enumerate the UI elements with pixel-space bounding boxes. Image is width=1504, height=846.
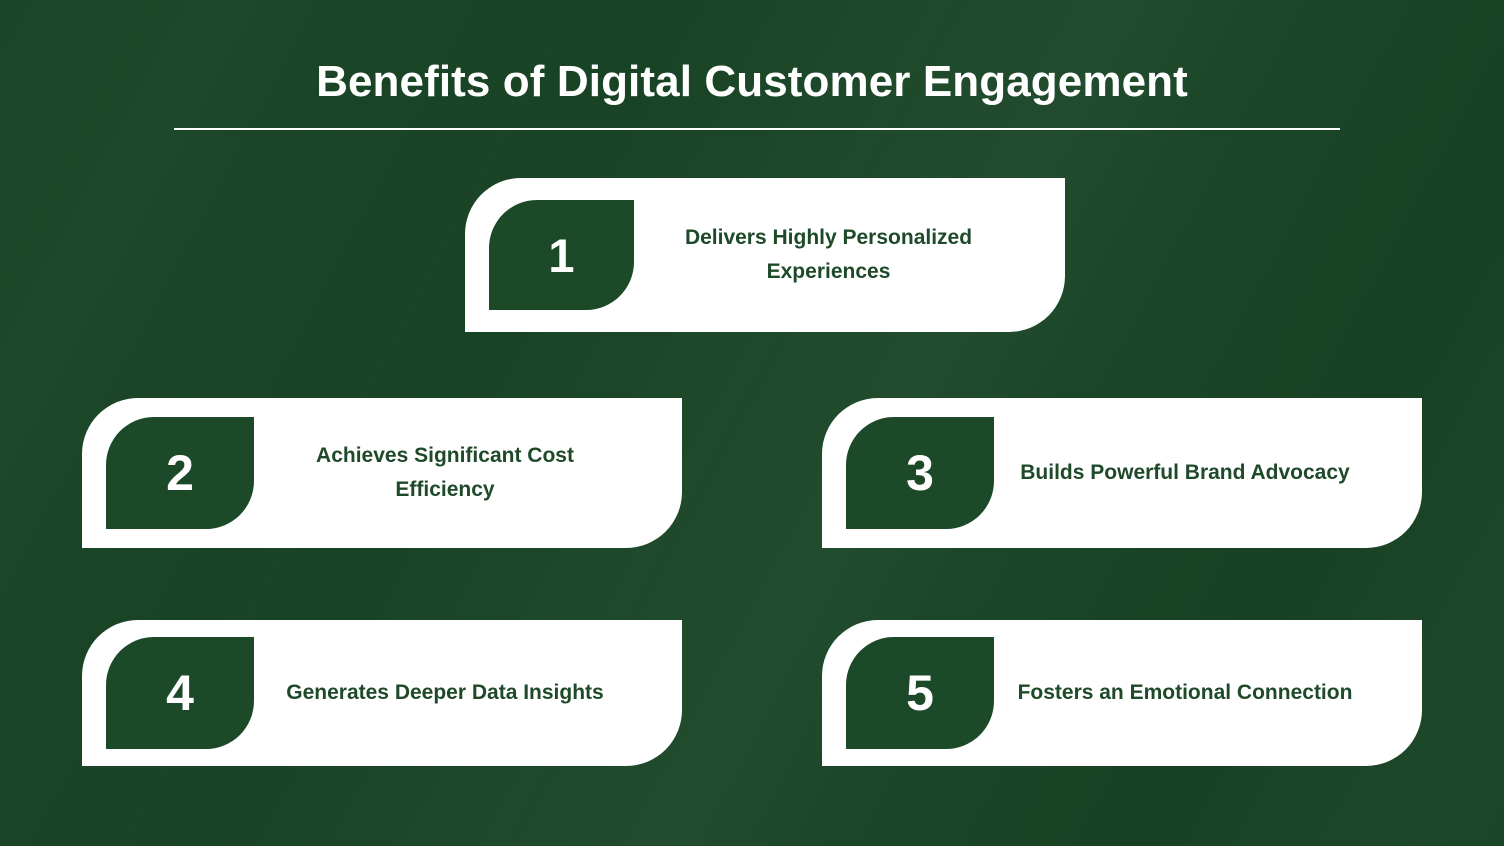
benefit-label-3: Builds Powerful Brand Advocacy [1020,460,1350,484]
benefit-number-badge-4: 4 [106,637,254,749]
benefit-card-3[interactable]: 3 Builds Powerful Brand Advocacy [822,398,1422,548]
title-divider [174,128,1340,130]
benefit-label-2: Achieves Significant Cost Efficiency [316,443,574,501]
benefit-number-badge-3: 3 [846,417,994,529]
benefit-number-badge-1: 1 [489,200,634,310]
benefit-label-5: Fosters an Emotional Connection [1017,680,1353,704]
benefit-card-5[interactable]: 5 Fosters an Emotional Connection [822,620,1422,766]
benefit-number-badge-2: 2 [106,417,254,529]
benefit-card-2[interactable]: 2 Achieves Significant Cost Efficiency [82,398,682,548]
benefit-label-1: Delivers Highly Personalized Experiences [684,225,973,283]
benefit-card-4[interactable]: 4 Generates Deeper Data Insights [82,620,682,766]
title-block: Benefits of Digital Customer Engagement [0,57,1504,106]
benefit-number-badge-5: 5 [846,637,994,749]
benefit-label-4: Generates Deeper Data Insights [286,680,604,704]
benefit-card-1[interactable]: 1 Delivers Highly Personalized Experienc… [465,178,1065,332]
page-title: Benefits of Digital Customer Engagement [316,57,1188,106]
